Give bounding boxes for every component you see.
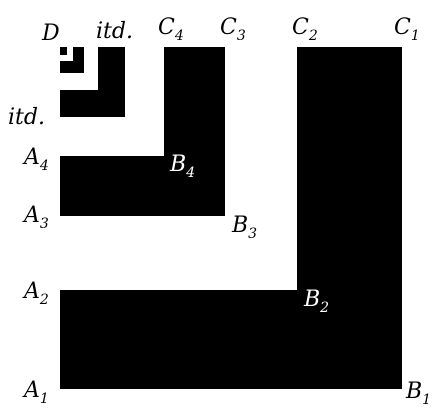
label-a3: A3 — [22, 203, 49, 232]
label-itd-top: itd. — [96, 19, 133, 44]
label-itd-left: itd. — [8, 105, 45, 130]
label-b2: B2 — [303, 287, 329, 316]
label-a1: A1 — [22, 378, 49, 407]
label-b4: B4 — [169, 152, 195, 181]
label-b3: B3 — [231, 213, 257, 242]
label-d: D — [41, 21, 60, 46]
label-a2: A2 — [22, 279, 49, 308]
label-c1: C1 — [394, 15, 420, 44]
label-b1: B1 — [405, 379, 431, 408]
square-a9 — [60, 47, 67, 55]
label-c2: C2 — [292, 15, 318, 44]
label-c4: C4 — [158, 15, 184, 44]
label-c3: C3 — [220, 15, 246, 44]
label-a4: A4 — [22, 145, 49, 174]
